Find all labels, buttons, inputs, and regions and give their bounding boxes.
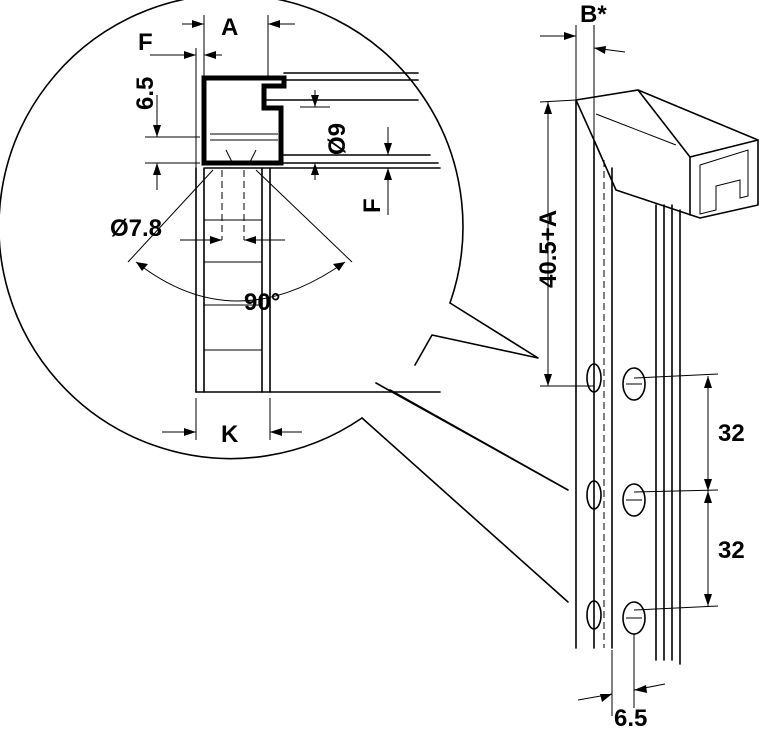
dimension-labels: A F 6.5 Ø9 F Ø7.8 90° K B* 40.5+A 32 32 … — [110, 1, 745, 730]
detail-magnifier — [0, 0, 569, 603]
label-dia-9: Ø9 — [324, 123, 351, 155]
label-6-5-bottom: 6.5 — [614, 705, 647, 730]
label-F-top: F — [138, 29, 153, 56]
rail-dimensions — [539, 25, 719, 716]
label-40-5-plus-A: 40.5+A — [535, 210, 562, 288]
rail-assembly — [575, 89, 759, 665]
profile-section-outline — [201, 75, 287, 166]
pointer-wedge-lower — [361, 417, 569, 603]
label-6-5-top: 6.5 — [132, 77, 159, 110]
detail-dimensions — [127, 15, 392, 440]
rail-profile-end — [575, 89, 759, 219]
label-F-right: F — [359, 198, 386, 213]
pointer-wedge-middle — [375, 382, 569, 491]
label-pitch-32-lower: 32 — [718, 537, 745, 564]
label-B-star: B* — [580, 1, 607, 28]
profile-cross-section — [201, 72, 441, 169]
label-dia-7-8: Ø7.8 — [110, 215, 162, 242]
label-pitch-32-upper: 32 — [718, 420, 745, 447]
label-A: A — [221, 14, 238, 41]
magnifier-outline — [0, 0, 464, 460]
side-panel-detail — [195, 167, 441, 393]
label-angle-90: 90° — [244, 289, 280, 316]
mounting-holes — [586, 363, 646, 635]
label-K: K — [221, 421, 239, 448]
pointer-wedge-upper — [414, 302, 539, 366]
